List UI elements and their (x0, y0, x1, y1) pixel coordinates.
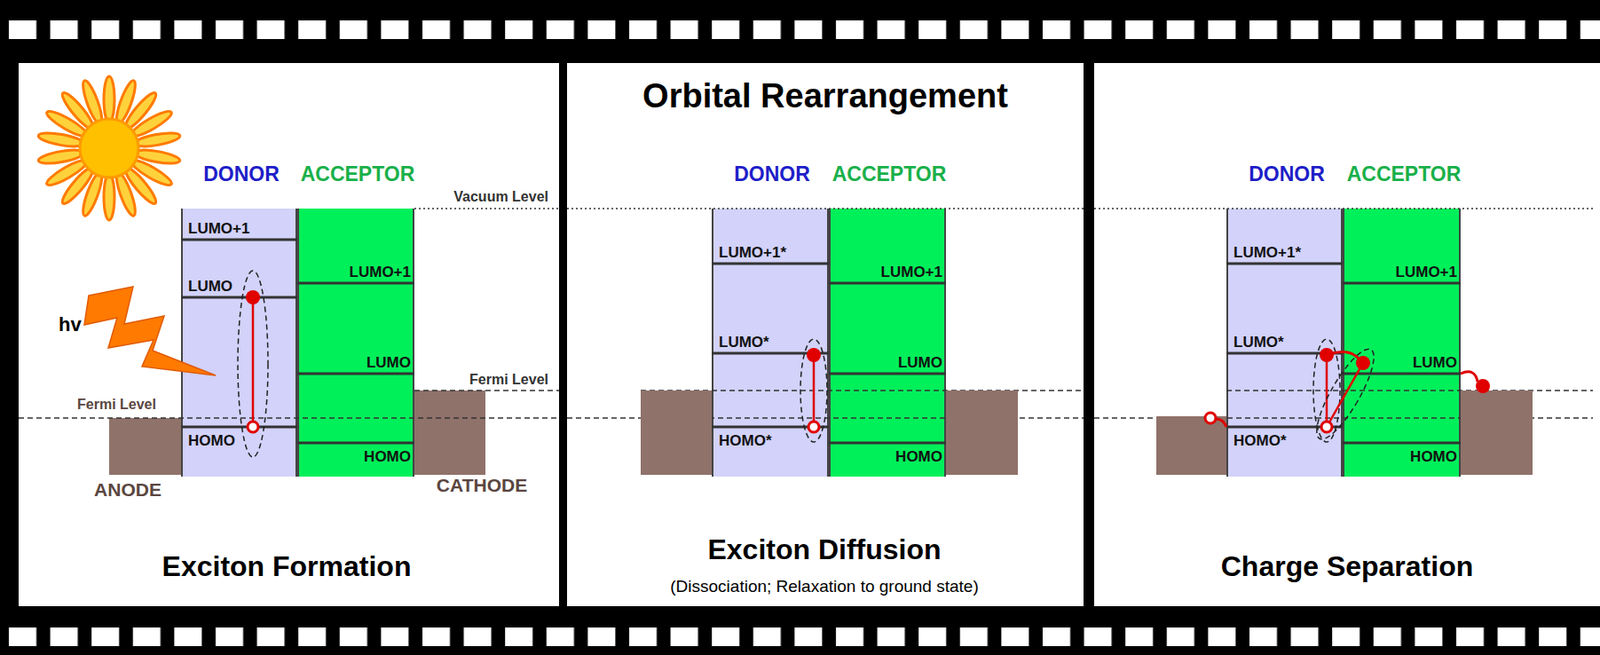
excitons (237, 270, 1490, 458)
energy-levels (181, 239, 1461, 443)
sun-icon (37, 76, 182, 221)
light-bolt (84, 286, 216, 376)
electrodes (640, 390, 1533, 475)
reference-lines (18, 208, 1593, 418)
